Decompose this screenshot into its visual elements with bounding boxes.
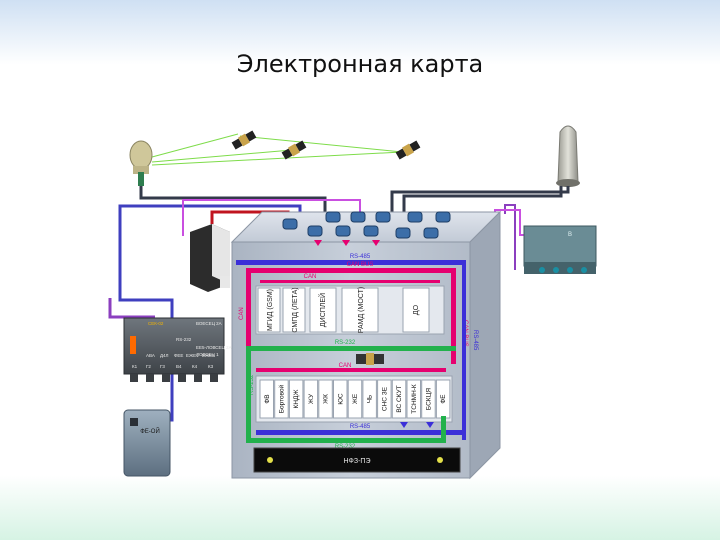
can-top-bus [246,268,456,364]
module-label: Бортовой [277,384,285,413]
can-lower-label: CAN [339,363,352,369]
module-slot [309,287,337,333]
module-label: ВС СКУТ [396,385,403,412]
can-inner-bus [260,280,440,283]
rs485-arrows [400,422,434,428]
module-slot [318,379,333,419]
rs485-top-label: RS-485 [350,254,371,260]
controller-label: К3 [208,364,214,369]
bottom-panel [253,447,461,473]
module-label: СНС ЗЕ [381,386,388,411]
can-left-label: CAN [239,307,245,320]
controller-label: ЛОВСЕЦ 1 [196,352,219,357]
module-label: ЖЕ [352,393,359,404]
gsm-antenna-icon [556,125,580,187]
module-slot [347,379,363,419]
module-label: КНДЖ [293,390,300,409]
rs485-bottom-label: RS-485 [350,424,371,430]
printer-device [190,224,230,292]
top-connectors [282,211,451,239]
satellite-icon [231,130,257,150]
controller-label: Д4Л [160,353,169,358]
module-label: ЧЬ [367,395,374,404]
module-label: ДИСПЛЕЙ [318,293,327,327]
controller-label: СЕК-02 [148,321,164,326]
rs485-bottom-bus [256,430,466,435]
can-arrows [314,240,380,246]
rs232-bottom-label: RS-232 [335,444,356,450]
controller-label: ВОЕСЕЦ 2А [196,321,222,326]
card-reader-label: ФЕ-ОЙ [140,427,160,435]
card-reader-device [123,409,171,477]
module-slot [303,379,319,419]
module-slot [391,379,407,419]
controller-label: ЕЖЕ1 [186,353,199,358]
satellite-icon [356,353,384,365]
module-label: ДО [413,304,420,315]
module-label: СМПД (ЛЕТА) [292,287,299,332]
rs485-top-bus [236,260,466,265]
rs485-right-label: RS-485 [472,330,478,351]
module-slot [257,287,281,333]
can-lower-bus [256,368,446,372]
lower-module-slots: ФВ Бортовой КНДЖ ЖУ ЖК ЮС ЖЕ ЧЬ СНС ЗЕ ВС СКУТ ТСН… [259,379,451,419]
rs232-bottom-riser [441,416,446,443]
rs485-right-bus [462,260,466,440]
right-box-label: В [568,232,572,238]
module-slot [421,379,436,419]
upper-modules-block [255,285,445,335]
module-label: РАМД (МОСТ) [358,287,365,333]
controller-label: ЕЖЕ2 [202,353,215,358]
bottom-panel-label: НФЗ-ПЭ [344,458,371,465]
controller-label: В4 [176,364,182,369]
module-slot [402,287,430,333]
left-controller [123,317,225,382]
module-slot [333,379,348,419]
module-slot [259,379,274,419]
module-label: ЮС [337,393,344,404]
controller-label: Г3 [160,364,165,369]
satellite-icon [395,140,421,160]
controller-label: Г2 [146,364,151,369]
can-inner-label: CAN [304,274,317,280]
gps-antenna-icon [129,140,153,186]
rs232-mid-bus [246,346,456,351]
module-slot [288,379,304,419]
controller-label: ФЕЕ [174,353,183,358]
controller-label: К1 [132,364,138,369]
module-slot [406,379,421,419]
module-label: ФЕ [440,394,447,404]
module-label: ЖУ [308,393,315,404]
rs232-mid-label: RS-232 [335,340,356,346]
module-label: ТСНМН-К [411,384,418,414]
module-slot [377,379,392,419]
satellite-signal-lines [151,133,403,166]
module-slot [341,287,379,333]
can-bus-top-label: CAN BUS [347,262,374,268]
controller-label: К4 [192,364,198,369]
module-label: ЖК [323,394,330,404]
slide-title: Электронная карта [236,50,484,78]
module-slot [282,287,306,333]
module-label: БСКЦЯ [425,388,432,410]
controller-label: RS-232 [176,337,192,342]
controller-label: ЕЕ5-ЛОВСЕЦ 2А [196,345,232,350]
module-label: МГИД (GSM) [267,289,274,331]
module-slot [274,379,289,419]
rs232-bottom-bus [246,438,446,443]
right-io-box [523,225,597,274]
rs232-left-label: RS-232 [249,374,255,395]
module-label: ФВ [264,394,271,403]
rs232-left-bus [246,346,251,442]
satellite-icon [281,140,307,160]
controller-label: АВА [146,353,155,358]
module-slot [362,379,377,419]
